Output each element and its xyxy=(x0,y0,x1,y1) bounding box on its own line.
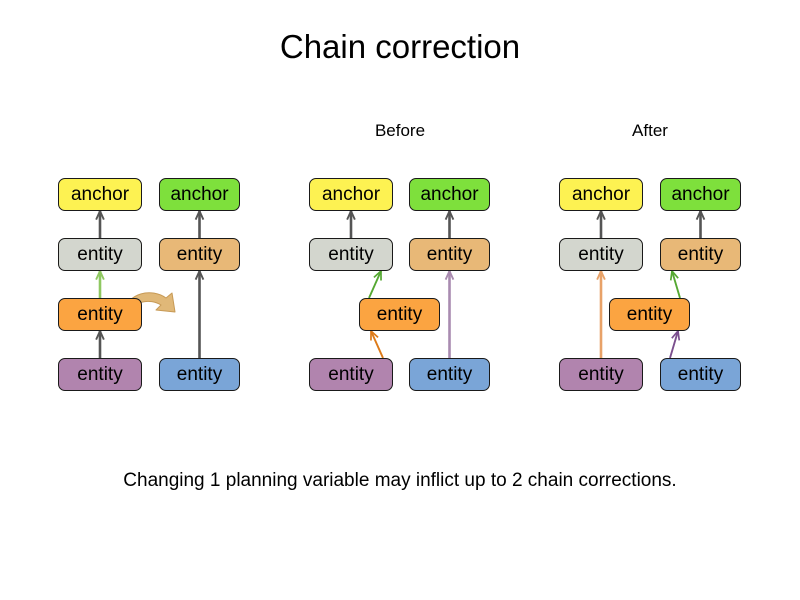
node-label: anchor xyxy=(170,184,229,205)
node-anchor[interactable]: anchor xyxy=(309,178,393,211)
node-label: anchor xyxy=(321,184,381,205)
node-label: entity xyxy=(626,304,673,325)
node-label: entity xyxy=(677,244,724,265)
edge-i-e2-to-i-a2 xyxy=(194,210,205,238)
node-label: entity xyxy=(77,364,123,385)
edge-b-e2-to-b-a2 xyxy=(444,210,455,238)
node-entity[interactable]: entity xyxy=(359,298,440,331)
node-entity[interactable]: entity xyxy=(660,358,741,391)
node-anchor[interactable]: anchor xyxy=(159,178,240,211)
node-entity[interactable]: entity xyxy=(409,238,490,271)
edge-f-e2-to-f-a2 xyxy=(695,210,706,238)
node-entity[interactable]: entity xyxy=(58,298,142,331)
node-label: anchor xyxy=(70,184,130,205)
node-entity[interactable]: entity xyxy=(559,238,643,271)
node-label: entity xyxy=(426,244,473,265)
edge-b-e3-to-b-e1 xyxy=(368,270,382,299)
node-anchor[interactable]: anchor xyxy=(409,178,490,211)
node-label: entity xyxy=(328,364,374,385)
node-entity[interactable]: entity xyxy=(58,358,142,391)
node-entity[interactable]: entity xyxy=(660,238,741,271)
panel-label-after: After xyxy=(632,121,668,140)
node-entity[interactable]: entity xyxy=(609,298,690,331)
node-label: entity xyxy=(176,364,223,385)
node-label: anchor xyxy=(671,184,730,205)
node-entity[interactable]: entity xyxy=(159,238,240,271)
node-anchor[interactable]: anchor xyxy=(58,178,142,211)
slide-caption: Changing 1 planning variable may inflict… xyxy=(123,470,677,491)
node-label: entity xyxy=(176,244,223,265)
node-label: entity xyxy=(77,304,123,325)
edge-i-e6-to-i-e2 xyxy=(194,270,205,358)
node-label: entity xyxy=(376,304,423,325)
edge-f-e5-to-f-e1 xyxy=(596,270,606,358)
panel-label-before: Before xyxy=(374,121,426,140)
page-title: Chain correction xyxy=(279,28,521,65)
node-label: entity xyxy=(578,244,624,265)
node-anchor[interactable]: anchor xyxy=(559,178,643,211)
node-entity[interactable]: entity xyxy=(559,358,643,391)
edge-b-e6-to-b-e2 xyxy=(444,270,455,358)
node-entity[interactable]: entity xyxy=(409,358,490,391)
node-label: entity xyxy=(426,364,473,385)
node-label: anchor xyxy=(571,184,631,205)
node-entity[interactable]: entity xyxy=(309,358,393,391)
node-label: entity xyxy=(578,364,624,385)
node-entity[interactable]: entity xyxy=(58,238,142,271)
edge-b-e5-to-b-e3 xyxy=(370,330,384,359)
edge-f-e3-to-f-e2 xyxy=(669,270,681,299)
edge-i-e3-to-i-e1 xyxy=(95,270,105,298)
edge-b-e1-to-b-a1 xyxy=(346,210,356,238)
node-label: entity xyxy=(677,364,724,385)
node-label: entity xyxy=(328,244,374,265)
edge-f-e6-to-f-e3 xyxy=(669,330,681,359)
node-label: anchor xyxy=(420,184,479,205)
edge-i-e1-to-i-a1 xyxy=(95,210,105,238)
node-anchor[interactable]: anchor xyxy=(660,178,741,211)
node-label: entity xyxy=(77,244,123,265)
edge-f-e1-to-f-a1 xyxy=(596,210,606,238)
edge-i-e5-to-i-e3 xyxy=(95,330,105,358)
node-entity[interactable]: entity xyxy=(159,358,240,391)
node-entity[interactable]: entity xyxy=(309,238,393,271)
